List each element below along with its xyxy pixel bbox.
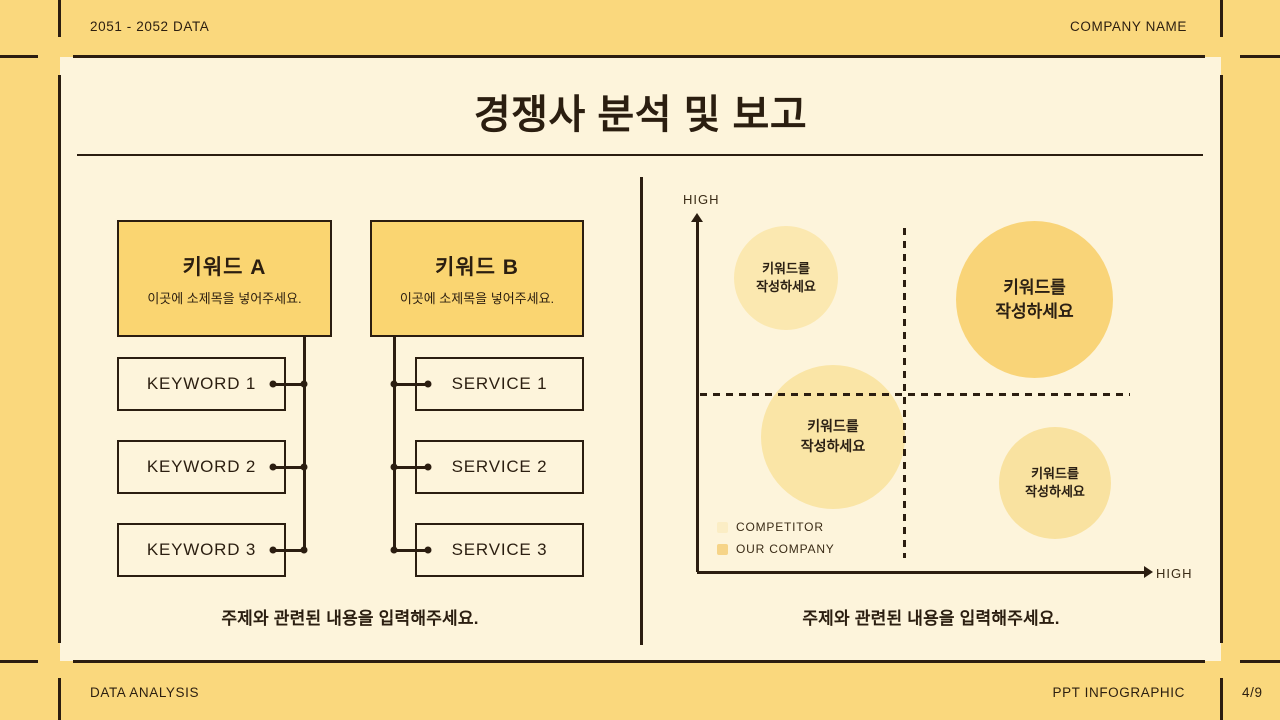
- quadrant-bubble-top-left: 키워드를 작성하세요: [734, 226, 838, 330]
- keyword-b-connector-trunk: [393, 337, 396, 551]
- keyword-b-subtitle: 이곳에 소제목을 넣어주세요.: [399, 290, 555, 306]
- legend-label: COMPETITOR: [736, 520, 824, 534]
- x-axis-arrow-icon: [1144, 566, 1153, 578]
- keyword-a-title: 키워드 A: [182, 255, 267, 279]
- title-divider: [77, 154, 1203, 156]
- section-divider: [640, 177, 643, 645]
- y-axis-line: [696, 221, 699, 572]
- connector-dot: [390, 463, 398, 471]
- frame-left-rule-bottom: [58, 678, 61, 720]
- service-item-1: SERVICE 1: [415, 357, 584, 411]
- connector-dot: [269, 380, 277, 388]
- connector-dot: [390, 546, 398, 554]
- keyword-item-3: KEYWORD 3: [117, 523, 286, 577]
- service-connector-2: [394, 466, 428, 469]
- keyword-connector-2: [273, 466, 306, 469]
- keyword-b-title: 키워드 B: [435, 255, 519, 279]
- connector-dot: [424, 463, 432, 471]
- bubble-label: 작성하세요: [1025, 484, 1085, 499]
- keyword-item-2: KEYWORD 2: [117, 440, 286, 494]
- quadrant-bubble-bottom-left: 키워드를 작성하세요: [761, 365, 905, 509]
- slide-title: 경쟁사 분석 및 보고: [473, 93, 808, 137]
- bubble-label: 작성하세요: [756, 279, 816, 294]
- y-axis-high-label: HIGH: [683, 192, 720, 207]
- keyword-a-subtitle: 이곳에 소제목을 넣어주세요.: [147, 290, 302, 306]
- frame-right-rule-bottom: [1220, 678, 1223, 720]
- our-company-swatch: [717, 543, 728, 555]
- legend-label: OUR COMPANY: [736, 542, 835, 556]
- keyword-a-connector-trunk: [303, 337, 306, 551]
- connector-dot: [424, 380, 432, 388]
- frame-right-rule: [1220, 75, 1223, 643]
- connector-dot: [424, 546, 432, 554]
- frame-top-rule-left: [0, 55, 38, 58]
- footer-section-label: DATA ANALYSIS: [90, 685, 200, 700]
- footer-page-number: 4/9: [1242, 685, 1263, 700]
- connector-dot: [269, 463, 277, 471]
- frame-top-rule: [73, 55, 1205, 58]
- frame-left-rule-top: [58, 0, 61, 37]
- left-caption: 주제와 관련된 내용을 입력해주세요.: [221, 609, 479, 628]
- header-company-name: COMPANY NAME: [1070, 19, 1187, 34]
- connector-dot: [390, 380, 398, 388]
- quadrant-horizontal-dashed-line: [700, 393, 1130, 396]
- x-axis-high-label: HIGH: [1156, 566, 1193, 581]
- frame-right-rule-top: [1220, 0, 1223, 37]
- frame-bottom-rule: [73, 660, 1205, 663]
- competitor-swatch: [717, 521, 728, 533]
- service-connector-1: [394, 383, 428, 386]
- bubble-label: 키워드를: [807, 418, 859, 435]
- bubble-label: 키워드를: [762, 260, 810, 276]
- keyword-b-box: 키워드 B 이곳에 소제목을 넣어주세요.: [370, 220, 584, 337]
- bubble-label: 작성하세요: [995, 301, 1074, 321]
- header-date-range: 2051 - 2052 DATA: [90, 19, 210, 34]
- keyword-connector-3: [273, 549, 306, 552]
- frame-left-rule: [58, 75, 61, 643]
- footer-doc-label: PPT INFOGRAPHIC: [1052, 685, 1185, 700]
- keyword-connector-1: [273, 383, 306, 386]
- keyword-a-box: 키워드 A 이곳에 소제목을 넣어주세요.: [117, 220, 332, 337]
- right-caption: 주제와 관련된 내용을 입력해주세요.: [802, 609, 1060, 628]
- bubble-label: 작성하세요: [800, 438, 866, 454]
- frame-bottom-rule-right: [1240, 660, 1280, 663]
- frame-top-rule-right: [1240, 55, 1280, 58]
- bubble-label: 키워드를: [1003, 277, 1066, 297]
- service-connector-3: [394, 549, 428, 552]
- quadrant-bubble-bottom-right: 키워드를 작성하세요: [999, 427, 1111, 539]
- connector-dot: [300, 380, 308, 388]
- service-item-3: SERVICE 3: [415, 523, 584, 577]
- bubble-label: 키워드를: [1031, 465, 1079, 481]
- legend-item-competitor: COMPETITOR: [717, 520, 824, 534]
- quadrant-bubble-top-right: 키워드를 작성하세요: [956, 221, 1113, 378]
- legend-item-our-company: OUR COMPANY: [717, 542, 835, 556]
- x-axis-line: [697, 571, 1146, 574]
- connector-dot: [300, 463, 308, 471]
- connector-dot: [300, 546, 308, 554]
- y-axis-arrow-icon: [691, 213, 703, 222]
- connector-dot: [269, 546, 277, 554]
- frame-bottom-rule-left: [0, 660, 38, 663]
- service-item-2: SERVICE 2: [415, 440, 584, 494]
- keyword-item-1: KEYWORD 1: [117, 357, 286, 411]
